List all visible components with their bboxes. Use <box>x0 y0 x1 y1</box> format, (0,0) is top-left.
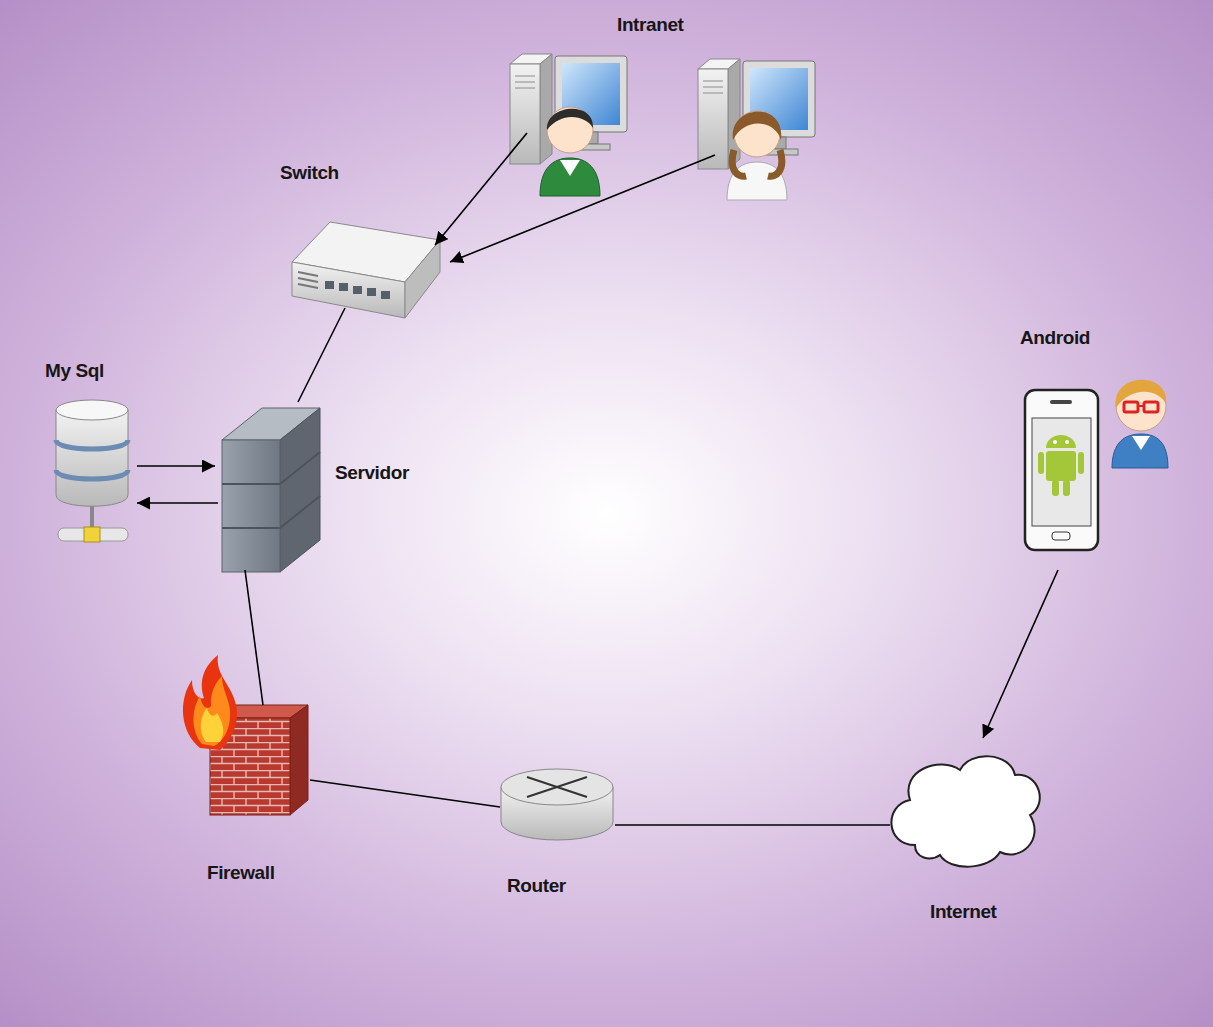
firewall-node: Firewall <box>175 650 320 890</box>
switch-node: Switch <box>270 158 450 323</box>
node-label: My Sql <box>45 360 104 382</box>
user-icon <box>1112 380 1168 468</box>
node-label: Android <box>1020 327 1090 349</box>
node-label: Firewall <box>207 862 275 884</box>
workstation <box>698 59 815 200</box>
network-link <box>298 308 345 402</box>
internet-node: Internet <box>885 735 1050 930</box>
server-icon <box>222 408 320 572</box>
network-link <box>310 780 500 807</box>
mobile-node: Android <box>1015 325 1190 575</box>
phone-icon <box>1025 390 1098 550</box>
intranet-group: Intranet <box>500 12 830 207</box>
database-icon <box>56 400 128 542</box>
network-link <box>450 155 715 262</box>
server-node: Servidor <box>215 400 425 575</box>
network-link <box>137 502 218 504</box>
node-label: Router <box>507 875 566 897</box>
network-link <box>137 465 215 467</box>
workstation <box>510 54 627 196</box>
network-link <box>615 824 890 826</box>
firewall-icon <box>183 655 308 815</box>
node-label: Internet <box>930 901 996 923</box>
node-label: Servidor <box>335 462 409 484</box>
cloud-icon <box>891 756 1039 866</box>
switch-icon <box>292 222 440 318</box>
network-link <box>435 133 527 245</box>
node-label: Switch <box>280 162 339 184</box>
network-link <box>245 570 263 705</box>
router-node: Router <box>495 765 625 900</box>
network-link <box>983 570 1058 738</box>
node-label: Intranet <box>617 14 683 36</box>
database-node: My Sql <box>40 358 145 550</box>
router-icon <box>501 769 613 840</box>
